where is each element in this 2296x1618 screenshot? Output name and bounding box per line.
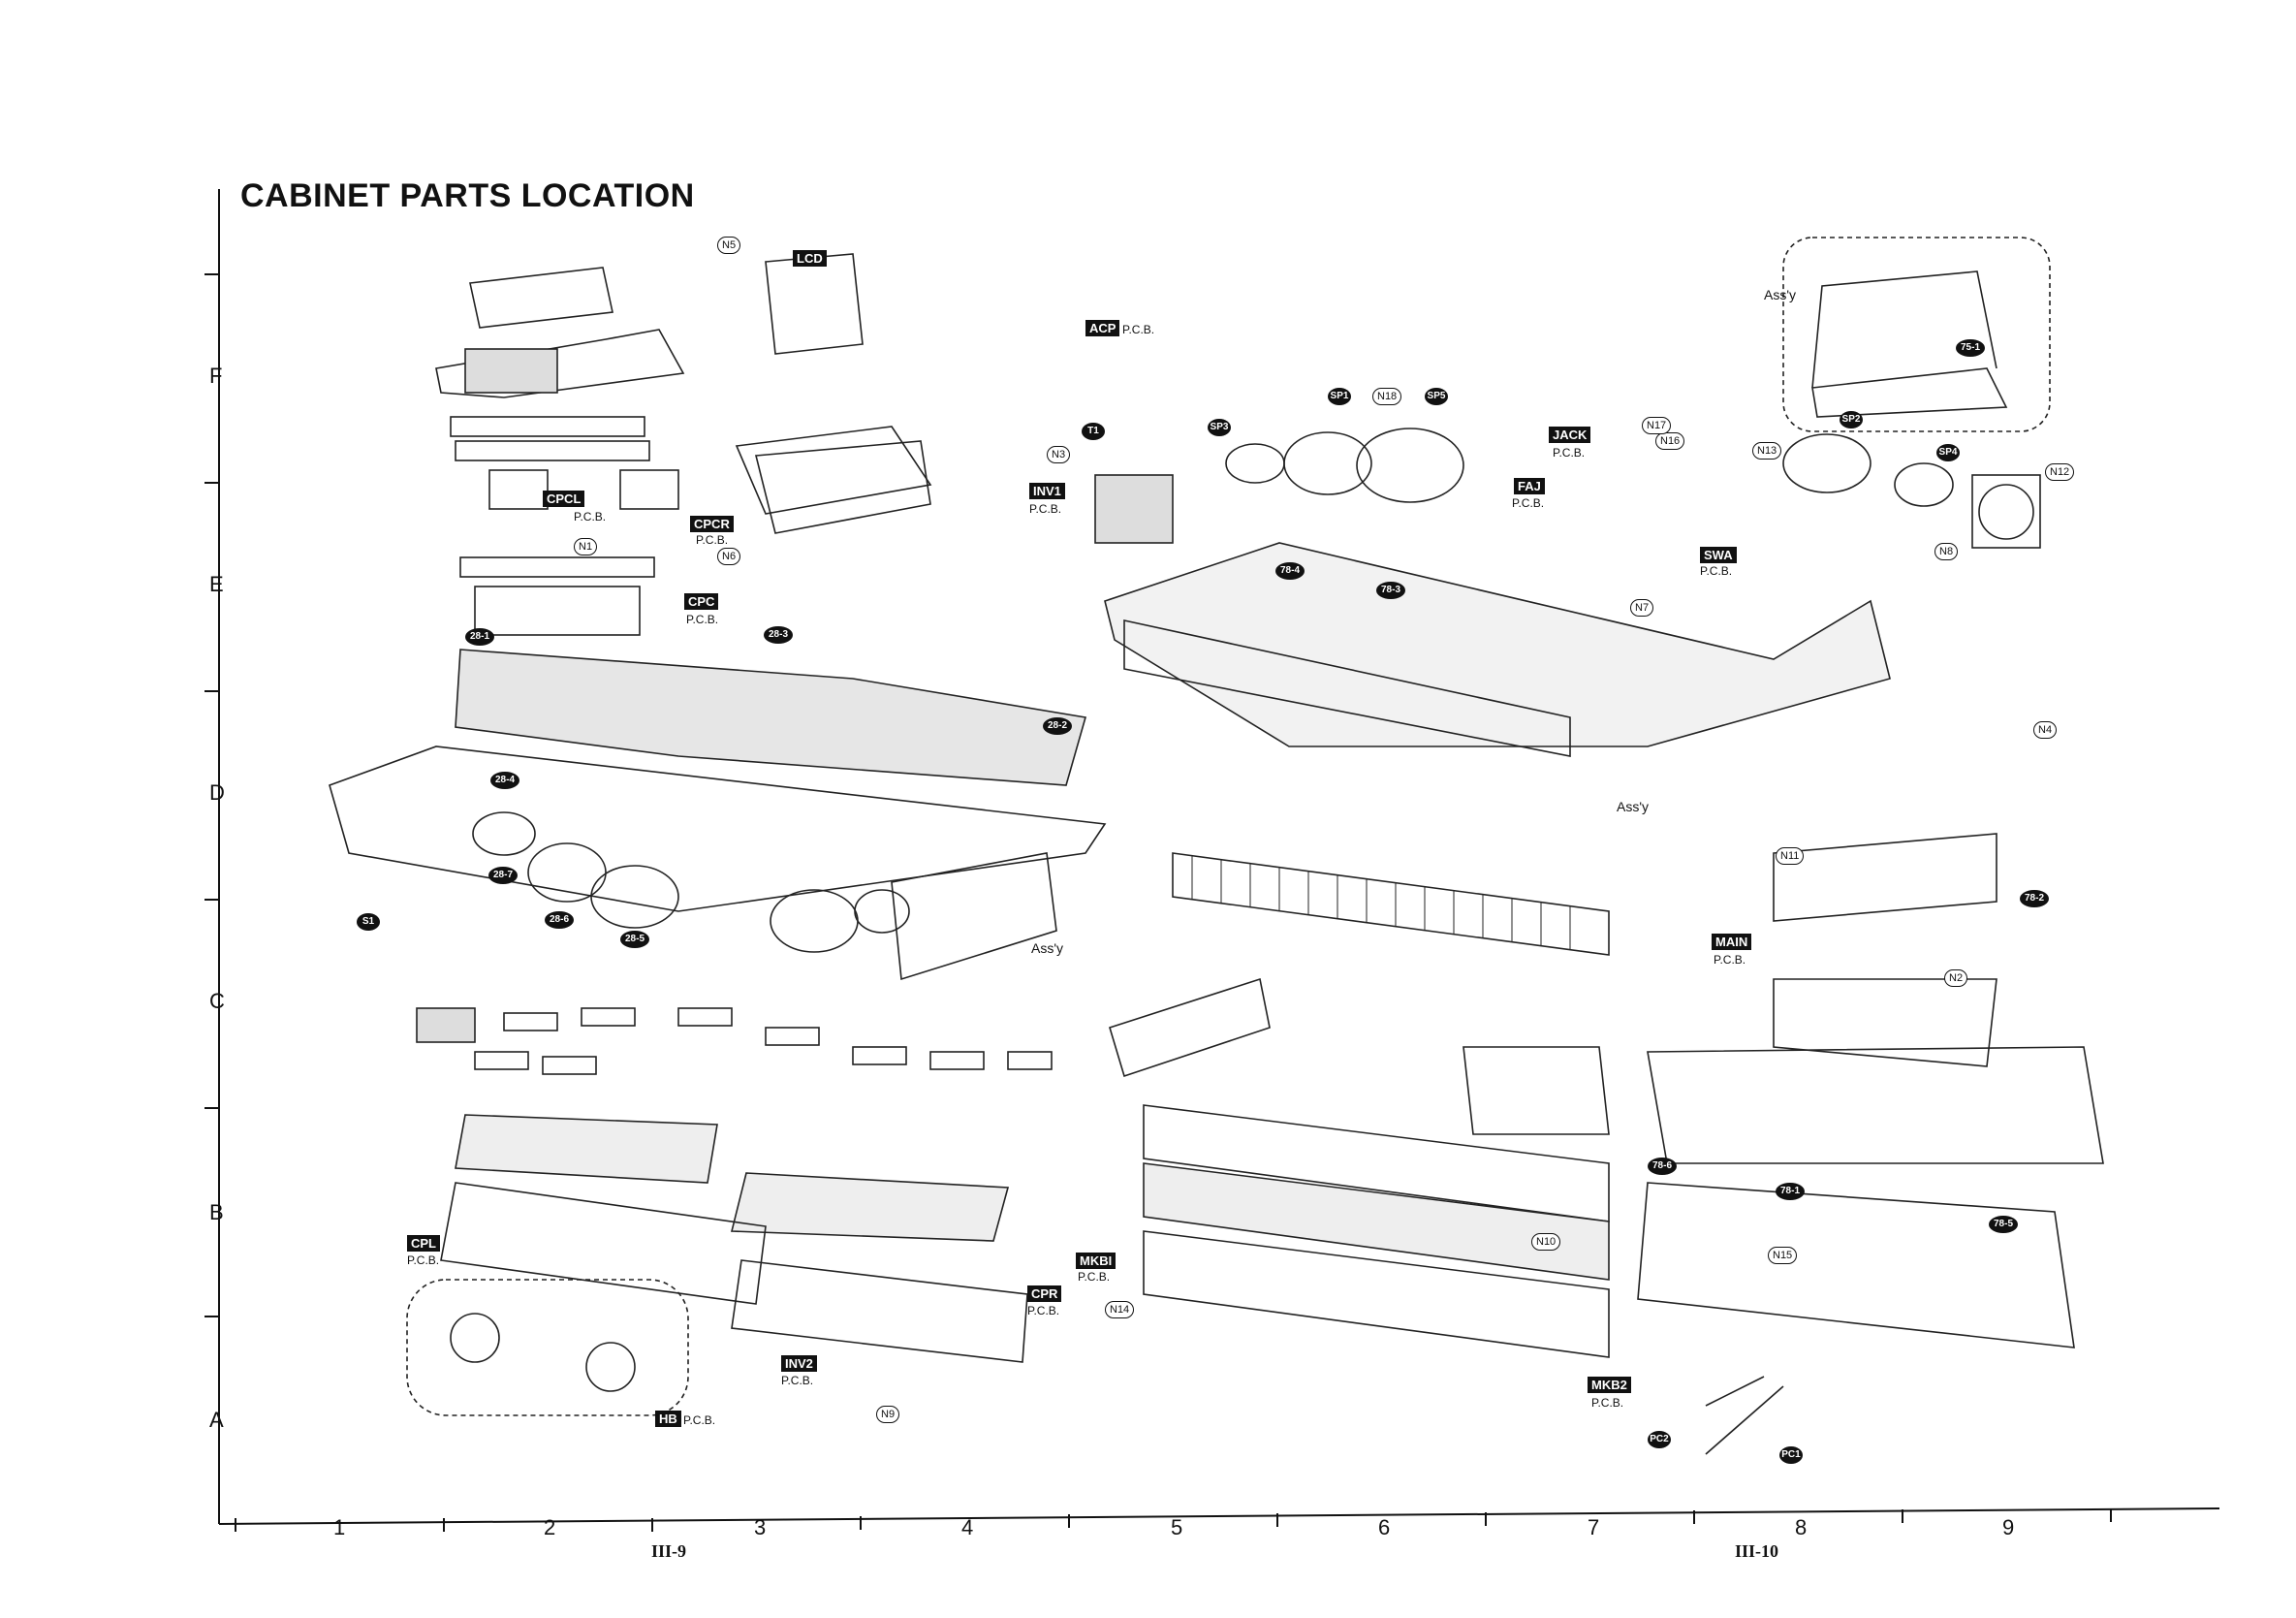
screw-callout-n13: N13 — [1752, 442, 1782, 460]
callout-28-3: 28-3 — [764, 626, 793, 644]
callout-78-5: 78-5 — [1989, 1216, 2018, 1233]
label-sp4: SP4 — [1936, 444, 1960, 461]
pcb-suffix: P.C.B. — [1078, 1270, 1111, 1284]
col-label-1: 1 — [333, 1515, 346, 1539]
board-tag-inv2: INV2 — [781, 1355, 817, 1372]
screw-callout-n14: N14 — [1105, 1301, 1135, 1318]
board-tag-jack: JACK — [1549, 427, 1591, 443]
col-label-2: 2 — [544, 1515, 556, 1539]
label-pc1: PC1 — [1779, 1446, 1803, 1464]
callout-78-2: 78-2 — [2020, 890, 2049, 907]
pcb-suffix: P.C.B. — [1714, 953, 1746, 967]
pcb-suffix: P.C.B. — [1512, 496, 1545, 510]
pcb-suffix: P.C.B. — [1591, 1396, 1624, 1410]
pcb-suffix: P.C.B. — [696, 533, 729, 547]
screw-callout-n4: N4 — [2033, 721, 2058, 739]
screw-callout-n15: N15 — [1768, 1247, 1798, 1264]
col-label-9: 9 — [2002, 1515, 2015, 1539]
board-tag-mkbi: MKBI — [1076, 1253, 1117, 1269]
board-tag-hb: HB — [655, 1411, 681, 1427]
screw-callout-n10: N10 — [1531, 1233, 1561, 1251]
pcb-suffix: P.C.B. — [1027, 1304, 1060, 1317]
screw-callout-n7: N7 — [1630, 599, 1654, 617]
col-label-6: 6 — [1378, 1515, 1391, 1539]
label-t1: T1 — [1082, 423, 1105, 440]
screw-callout-n11: N11 — [1776, 847, 1805, 865]
callout-28-4: 28-4 — [490, 772, 519, 789]
row-label-d: D — [209, 780, 225, 805]
board-tag-inv1: INV1 — [1029, 483, 1065, 499]
label-pc2: PC2 — [1648, 1431, 1671, 1448]
callout-28-1: 28-1 — [465, 628, 494, 646]
pcb-suffix: P.C.B. — [686, 613, 719, 626]
pcb-suffix: P.C.B. — [1029, 502, 1062, 516]
screw-callout-n2: N2 — [1944, 969, 1968, 987]
assy-label-music-stand: Ass'y — [1764, 287, 1797, 302]
col-label-8: 8 — [1795, 1515, 1808, 1539]
pcb-suffix: P.C.B. — [1553, 446, 1586, 460]
pcb-suffix: P.C.B. — [683, 1413, 716, 1427]
row-label-c: C — [209, 989, 225, 1013]
page-number-right: III-10 — [1735, 1541, 1779, 1561]
col-label-3: 3 — [754, 1515, 767, 1539]
label-sp2: SP2 — [1840, 411, 1863, 428]
board-tag-main: MAIN — [1712, 934, 1752, 950]
screw-callout-n1: N1 — [574, 538, 598, 555]
screw-callout-n17: N17 — [1642, 417, 1672, 434]
board-tag-cpr: CPR — [1027, 1285, 1062, 1302]
pcb-suffix: P.C.B. — [574, 510, 607, 523]
board-tag-acp: ACP — [1085, 320, 1120, 336]
callout-28-7: 28-7 — [488, 867, 518, 884]
page-number-left: III-9 — [651, 1541, 687, 1561]
board-tag-cpc: CPC — [684, 593, 719, 610]
callout-75-1: 75-1 — [1956, 339, 1985, 357]
board-tag-cpcr: CPCR — [690, 516, 734, 532]
callout-28-6: 28-6 — [545, 911, 574, 929]
label-s1: S1 — [357, 913, 380, 931]
page-title: CABINET PARTS LOCATION — [240, 177, 695, 214]
callout-78-3: 78-3 — [1376, 582, 1405, 599]
callout-28-2: 28-2 — [1043, 717, 1072, 735]
label-sp3: SP3 — [1208, 419, 1231, 436]
pcb-suffix: P.C.B. — [1700, 564, 1733, 578]
col-label-4: 4 — [961, 1515, 974, 1539]
callout-28-5: 28-5 — [620, 931, 649, 948]
assy-label-bottom-case: Ass'y — [1617, 799, 1650, 814]
row-label-a: A — [209, 1408, 224, 1432]
row-label-e: E — [209, 572, 224, 596]
board-tag-lcd: LCD — [793, 250, 827, 267]
pcb-suffix: P.C.B. — [781, 1374, 814, 1387]
pcb-suffix: P.C.B. — [1122, 323, 1155, 336]
screw-callout-n9: N9 — [876, 1406, 900, 1423]
callout-78-1: 78-1 — [1776, 1183, 1805, 1200]
screw-callout-n6: N6 — [717, 548, 741, 565]
callout-78-6: 78-6 — [1648, 1158, 1677, 1175]
board-tag-swa: SWA — [1700, 547, 1737, 563]
row-label-f: F — [209, 364, 223, 388]
label-sp1: SP1 — [1328, 388, 1351, 405]
row-label-b: B — [209, 1200, 224, 1224]
board-tag-cpcl: CPCL — [543, 491, 585, 507]
screw-callout-n8: N8 — [1934, 543, 1959, 560]
screw-callout-n18: N18 — [1372, 388, 1402, 405]
col-label-5: 5 — [1171, 1515, 1183, 1539]
col-label-7: 7 — [1588, 1515, 1600, 1539]
callout-78-4: 78-4 — [1275, 562, 1305, 580]
screw-callout-n12: N12 — [2045, 463, 2075, 481]
screw-callout-n16: N16 — [1655, 432, 1685, 450]
label-sp5: SP5 — [1425, 388, 1448, 405]
screw-callout-n3: N3 — [1047, 446, 1071, 463]
assy-label-top-panel: Ass'y — [1031, 940, 1064, 956]
board-tag-mkb2: MKB2 — [1588, 1377, 1631, 1393]
board-tag-cpl: CPL — [407, 1235, 440, 1252]
board-tag-faj: FAJ — [1514, 478, 1545, 494]
pcb-suffix: P.C.B. — [407, 1253, 440, 1267]
screw-callout-n5: N5 — [717, 237, 741, 254]
